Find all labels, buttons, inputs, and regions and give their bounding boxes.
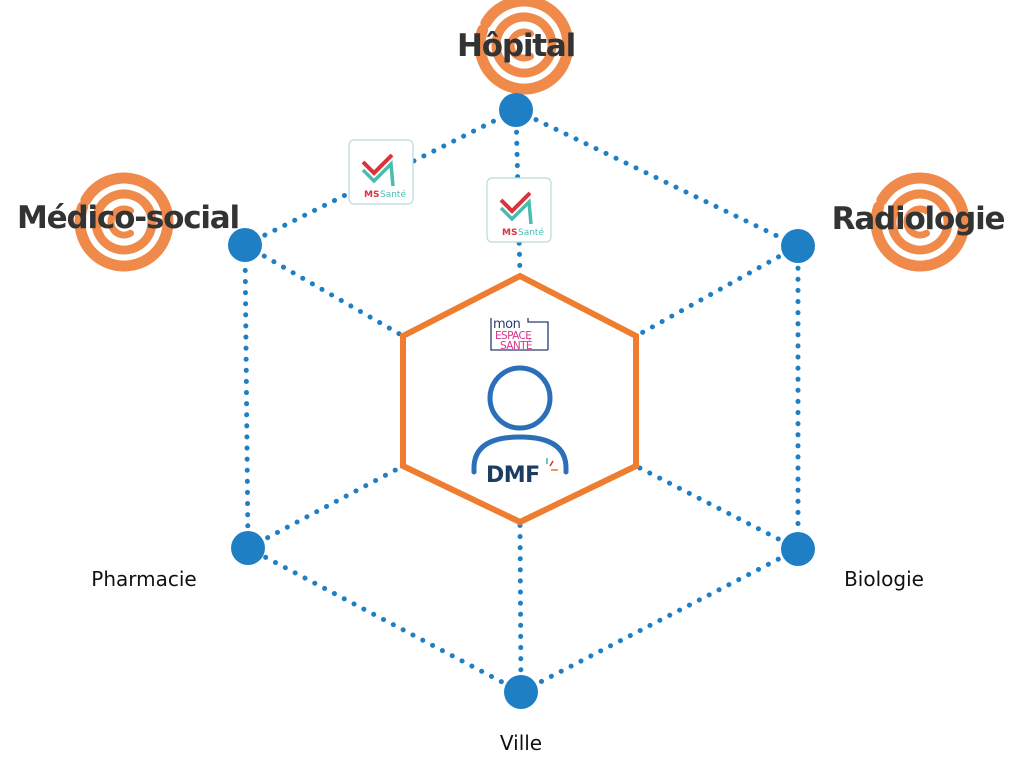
dmf-logo: DMF <box>486 458 558 488</box>
label-ville: Ville <box>500 731 542 755</box>
link-medico-social-center <box>242 242 406 339</box>
mssante-ms-text: MS <box>502 228 517 238</box>
label-radiologie: Radiologie <box>832 201 1005 237</box>
label-hopital: Hôpital <box>457 28 575 64</box>
central-hexagon <box>400 272 639 526</box>
node-biologie <box>781 532 815 566</box>
mssante-check-icon <box>361 153 394 176</box>
swirl-icon-radiologie <box>870 172 970 272</box>
dmf-label: DMF <box>486 463 540 488</box>
link-biologie-ville <box>518 546 801 695</box>
connection-lines <box>242 107 801 695</box>
node-radiologie <box>781 229 815 263</box>
node-medico-social <box>228 228 262 262</box>
espace-text: ESPACE <box>495 330 531 342</box>
node-hopital <box>499 93 533 127</box>
mssante-sante-text: Santé <box>380 189 406 200</box>
link-ville-center <box>517 519 524 695</box>
label-medico-social: Médico-social <box>17 200 239 236</box>
link-biologie-center <box>633 463 801 552</box>
swirl-icon-hopital <box>474 0 574 95</box>
user-icon <box>471 365 569 475</box>
swirl-decorations <box>74 0 970 272</box>
mon-text: mon <box>493 317 521 332</box>
link-hopital-radiologie <box>513 107 801 249</box>
link-pharmacie-medico-social <box>242 242 251 551</box>
mssante-sante-text: Santé <box>518 227 544 238</box>
link-pharmacie-center <box>245 463 406 551</box>
label-pharmacie: Pharmacie <box>91 567 196 591</box>
swirl-icon-medico-social <box>74 172 174 272</box>
mssante-ms-text: MS <box>364 190 379 200</box>
node-pharmacie <box>231 531 265 565</box>
mssante-check-icon <box>499 191 532 214</box>
link-ville-pharmacie <box>245 545 524 695</box>
node-ville <box>504 675 538 709</box>
link-radiologie-center <box>633 243 801 339</box>
mon-espace-sante-logo: mon ESPACE SANTÉ <box>490 317 549 352</box>
label-biologie: Biologie <box>844 567 924 591</box>
sante-text: SANTÉ <box>500 339 532 352</box>
